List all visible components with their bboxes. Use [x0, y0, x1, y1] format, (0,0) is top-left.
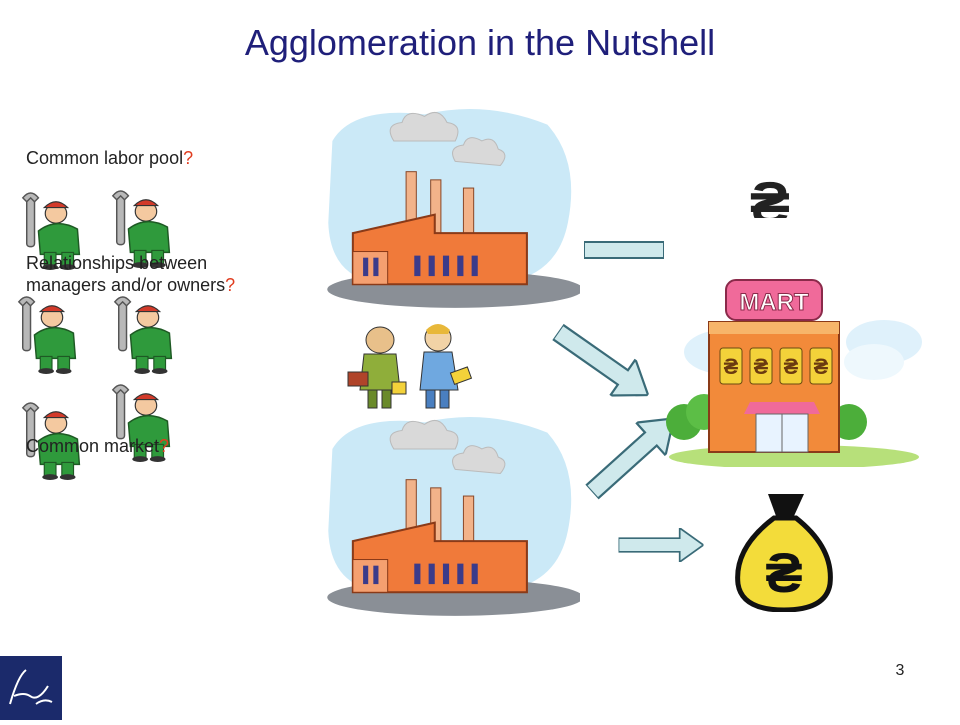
lse-logo-icon — [0, 656, 62, 720]
arrow-icon — [548, 310, 678, 354]
mart-sign: MART — [739, 289, 809, 316]
svg-text:₴: ₴ — [765, 541, 802, 604]
svg-text:₴: ₴ — [784, 354, 799, 379]
slide-title: Agglomeration in the Nutshell — [244, 22, 716, 63]
arrow-icon — [572, 470, 722, 514]
money-bag-icon: ₴ — [735, 494, 833, 612]
label-common-labor-pool: Common labor pool? — [26, 148, 194, 168]
label-relationships: Relationships between managers and/or ow… — [26, 253, 236, 295]
factory-icon — [310, 408, 580, 623]
worker-icon — [16, 296, 86, 374]
arrow-icon — [584, 241, 664, 259]
arrow-icon — [606, 528, 716, 562]
page-number: 3 — [895, 662, 905, 679]
label-common-market: Common market? — [26, 436, 170, 456]
svg-text:₴: ₴ — [814, 354, 829, 379]
currency-sign-top: ₴ — [750, 178, 791, 218]
svg-text:₴: ₴ — [754, 354, 769, 379]
svg-text:₴: ₴ — [724, 354, 739, 379]
mart-icon: MART ₴ ₴ ₴ ₴ — [666, 279, 922, 467]
worker-icon — [112, 296, 182, 374]
businessmen-icon — [347, 324, 473, 409]
factory-icon — [310, 100, 580, 315]
